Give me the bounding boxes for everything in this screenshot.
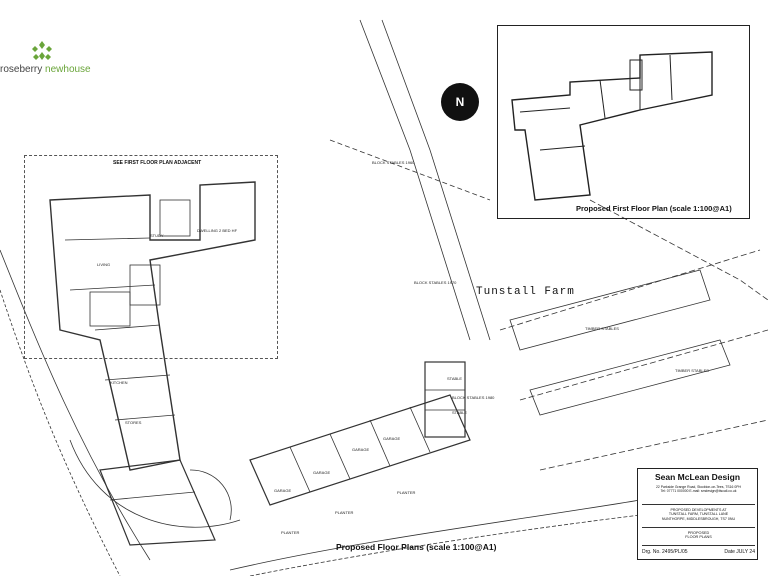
label-garage-3: GARAGE: [313, 470, 331, 475]
first-floor-reference-label: SEE FIRST FLOOR PLAN ADJACENT: [113, 160, 202, 166]
label-garage-2: GARAGE: [352, 447, 370, 452]
title-block-address-line2: Tel: 07771 000000 E-mail: smdesign@tisca…: [660, 489, 737, 494]
label-planter-3: PLANTER: [281, 530, 300, 535]
north-arrow-icon: N: [441, 83, 479, 121]
title-block-address: 22 Parkside Grange Road, Stockton-on-Tee…: [642, 485, 755, 493]
label-garage-1: GARAGE: [383, 436, 401, 441]
title-block-project-line1: PROPOSED DEVELOPMENTS AT: [670, 508, 727, 512]
label-block-stables-2: BLOCK STABLES 1970: [414, 280, 457, 285]
title-block-drawing-title: PROPOSED FLOOR PLANS: [642, 531, 755, 540]
title-block-divider: [642, 504, 755, 505]
brand-wordmark: roseberry newhouse: [0, 64, 91, 75]
label-garage-4: GARAGE: [274, 488, 292, 493]
title-block-date: Date JULY 24: [724, 549, 755, 555]
label-kitchen: KITCHEN: [110, 380, 128, 385]
label-stores: STORES: [125, 420, 142, 425]
label-planter-1: PLANTER: [397, 490, 416, 495]
title-block-drawing-number: Drg. No. 2495/PL/05: [642, 549, 688, 555]
title-block-drawing-title-line1: PROPOSED: [687, 531, 710, 535]
label-living: LIVING: [97, 262, 111, 267]
label-timber-stables-2: TIMBER STABLES: [675, 368, 709, 373]
title-block-firm: Sean McLean Design: [654, 472, 741, 482]
first-floor-reference-box: SEE FIRST FLOOR PLAN ADJACENT: [24, 155, 278, 359]
label-dwelling: DWELLING 2 BED HF: [197, 228, 238, 233]
label-block-stables-1: BLOCK STABLES 1960: [372, 160, 415, 165]
title-block-project: PROPOSED DEVELOPMENTS AT TUNSTALL FARM, …: [642, 508, 755, 521]
title-block-footer: Drg. No. 2495/PL/05 Date JULY 24: [642, 549, 755, 555]
brand-logo: roseberry newhouse: [0, 40, 140, 80]
brand-name-secondary: newhouse: [45, 64, 91, 75]
title-block-project-line3: NUNTHORPE, MIDDLESBROUGH, TS7 0NU: [661, 516, 736, 521]
title-block-drawing-title-line2: FLOOR PLANS: [685, 535, 712, 540]
title-block-address-line1: 22 Parkside Grange Road, Stockton-on-Tee…: [656, 485, 741, 489]
first-floor-plan-inset: Proposed First Floor Plan (scale 1:100@A…: [497, 25, 750, 219]
title-block: Sean McLean Design 22 Parkside Grange Ro…: [637, 468, 758, 560]
label-stable-2: STABLE: [452, 410, 468, 415]
main-plan-title: Proposed Floor Plans (scale 1:100@A1): [336, 542, 497, 552]
leaf-cluster-icon: [32, 41, 52, 60]
label-planter-2: PLANTER: [335, 510, 354, 515]
title-block-divider: [642, 545, 755, 546]
inset-title: Proposed First Floor Plan (scale 1:100@A…: [576, 204, 732, 213]
title-block-divider: [642, 527, 755, 528]
label-stable-1: STABLE: [447, 376, 463, 381]
brand-name-primary: roseberry: [0, 64, 43, 75]
label-timber-stables-1: TIMBER STABLES: [585, 326, 619, 331]
north-label: N: [455, 95, 465, 109]
title-block-project-line2: TUNSTALL FARM, TUNSTALL LANE: [668, 512, 729, 517]
label-block-stables-3: BLOCK STABLES 1980: [452, 395, 495, 400]
label-study: STUDY: [150, 233, 164, 238]
site-name-label: Tunstall Farm: [476, 286, 575, 298]
